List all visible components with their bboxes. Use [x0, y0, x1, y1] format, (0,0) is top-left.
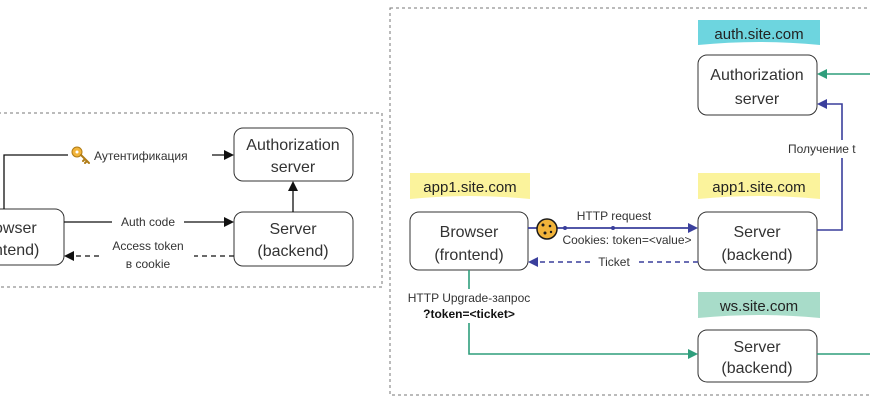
left-panel: owser ntend) Authorization server Server…: [0, 112, 383, 288]
right-ws-server-label-2: (backend): [721, 360, 792, 377]
tag-app1-browser-label: app1.site.com: [423, 179, 516, 196]
left-browser-label-1: owser: [0, 220, 37, 237]
cookie-handle-1: [563, 226, 567, 230]
right-browser-label-1: Browser: [440, 224, 499, 241]
access-token-label-2: в cookie: [126, 257, 171, 271]
auth-code-label-bg: [112, 213, 184, 230]
right-app-server-label-1: Server: [733, 224, 781, 241]
right-app-server-label-2: (backend): [721, 247, 792, 264]
tag-ws-site: ws.site.com: [698, 292, 820, 318]
tag-app1-server-label: app1.site.com: [712, 179, 805, 196]
upgrade-label-bg: [396, 289, 544, 323]
left-panel-border: [0, 112, 383, 288]
right-ws-server-label-1: Server: [733, 339, 781, 356]
cookie-handle-2: [611, 226, 615, 230]
authentication-label-bg: [68, 146, 212, 164]
right-auth-server-label-2: server: [735, 91, 780, 108]
receiving-label: Получение t: [788, 142, 856, 156]
left-browser-label-2: ntend): [0, 242, 39, 259]
cookies-label: Cookies: token=<value>: [562, 233, 691, 247]
left-browser-node[interactable]: [0, 208, 65, 266]
left-auth-server-label-2: server: [271, 159, 316, 176]
right-ws-server-node[interactable]: [697, 329, 818, 383]
right-app-server-node[interactable]: [697, 211, 818, 271]
key-icon: [71, 146, 90, 164]
tag-app1-server: app1.site.com: [698, 173, 820, 199]
upgrade-label-2: ?token=<ticket>: [423, 307, 515, 321]
right-auth-server-node[interactable]: [697, 54, 818, 116]
ticket-label: Ticket: [598, 255, 630, 269]
left-server-label-2: (backend): [257, 243, 328, 260]
right-browser-label-2: (frontend): [434, 247, 503, 264]
left-server-label-1: Server: [269, 221, 317, 238]
authentication-label: Аутентификация: [94, 149, 188, 163]
tag-ws-site-label: ws.site.com: [719, 298, 798, 315]
app-server-to-auth-arrow: [817, 99, 843, 231]
auth-code-label: Auth code: [121, 215, 175, 229]
tag-auth-site-label: auth.site.com: [714, 26, 803, 43]
access-token-label-1: Access token: [112, 239, 183, 253]
cookie-icon: [536, 218, 558, 240]
tag-app1-browser: app1.site.com: [410, 173, 530, 199]
receiving-label-bg: [786, 140, 870, 158]
upgrade-label-1: HTTP Upgrade-запрос: [408, 291, 531, 305]
right-panel-border: [389, 7, 870, 396]
ticket-label-bg: [590, 253, 638, 270]
right-auth-server-label-1: Authorization: [710, 67, 803, 84]
http-request-label: HTTP request: [577, 209, 652, 223]
right-panel: auth.site.com app1.site.com app1.site.co…: [389, 7, 870, 396]
tag-auth-site: auth.site.com: [698, 20, 820, 45]
access-token-label-bg: [102, 238, 194, 274]
left-auth-server-label-1: Authorization: [246, 137, 339, 154]
